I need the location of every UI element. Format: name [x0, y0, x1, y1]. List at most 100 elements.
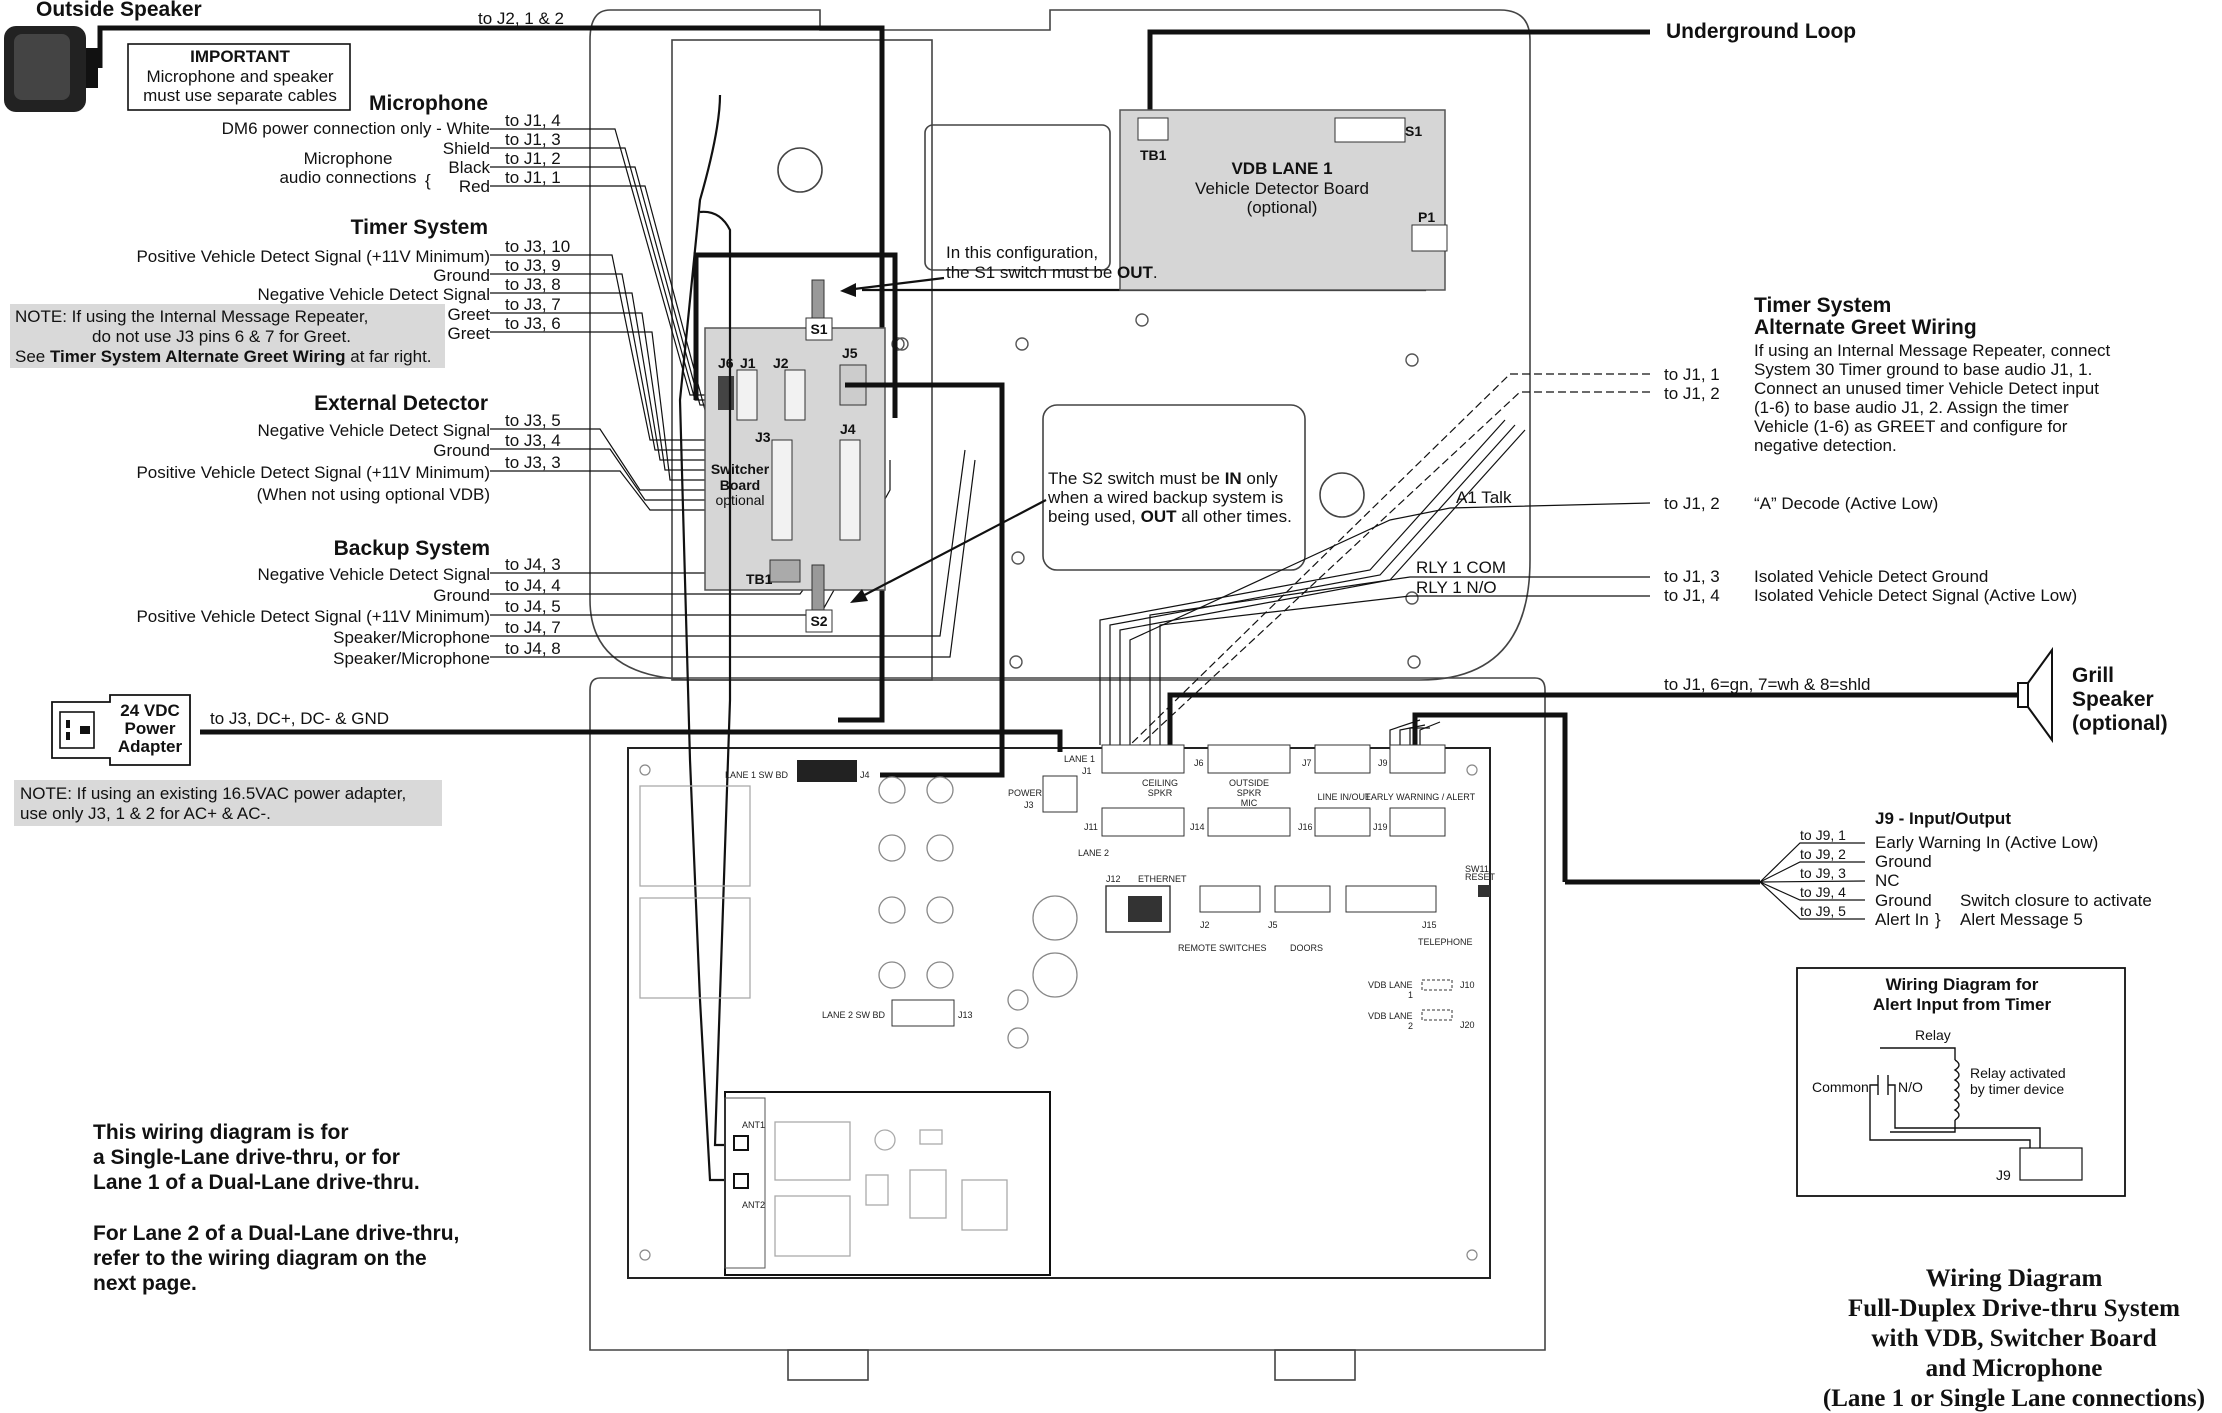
ext-to-1: to J3, 5 [505, 411, 561, 430]
lower-tab [1274, 1349, 1356, 1381]
grill-line2: Speaker [2072, 688, 2154, 711]
vdb-sub-2: (optional) [1247, 198, 1318, 217]
timer-to-3: to J3, 8 [505, 275, 561, 294]
lane1-swbd-connector [797, 760, 857, 782]
important-line2: must use separate cables [143, 86, 337, 105]
microphone-dm6: DM6 power connection only - White [222, 119, 490, 138]
alert-relay: Relay [1915, 1027, 1951, 1043]
radio-ant1 [733, 1135, 749, 1151]
relay-wire-1 [1149, 576, 1650, 745]
base-j10-label: J10 [1460, 980, 1475, 990]
alt-greet-desc-5: Vehicle (1-6) as GREET and configure for [1754, 417, 2068, 436]
lower-enclosure [589, 677, 1546, 1351]
switcher-tb1-block [769, 559, 801, 583]
lane2-swbd-connector [891, 999, 955, 1027]
j19-connector [1389, 807, 1446, 837]
switcher-j3-label: J3 [755, 429, 771, 445]
ext-label-4: (When not using optional VDB) [257, 485, 490, 504]
j9-to-2: to J9, 2 [1800, 846, 1846, 862]
switcher-j6 [718, 376, 734, 410]
power-line3: Adapter [118, 737, 183, 756]
alt-greet-title-2: Alternate Greet Wiring [1754, 316, 1977, 339]
s2-arrowhead [850, 589, 868, 603]
grill-speaker-icon [2017, 646, 2053, 744]
alert-common: Common [1812, 1079, 1869, 1095]
alt-greet-to-1: to J1, 1 [1664, 365, 1720, 384]
antenna-wire-2 [699, 210, 738, 1147]
power-j3-connector [1042, 775, 1078, 813]
vdb-s1-label: S1 [1405, 123, 1422, 139]
microphone-title: Microphone [369, 92, 488, 115]
base-vdb-lane-1: VDB LANE [1368, 980, 1413, 990]
switcher-tb1-label: TB1 [746, 571, 773, 587]
j9-upper-wires [1389, 719, 1441, 750]
base-j3-label: J3 [1024, 800, 1034, 810]
outside-speaker-to: to J2, 1 & 2 [478, 9, 564, 28]
base-early-label: EARLY WARNING / ALERT [1365, 792, 1476, 802]
timer-to-5: to J3, 6 [505, 314, 561, 333]
relay-com-label: RLY 1 COM [1416, 558, 1506, 577]
switcher-s2-switch [811, 564, 825, 611]
footnote-line3: Lane 1 of a Dual-Lane drive-thru. [93, 1171, 420, 1194]
a1-talk-label: A1 Talk [1456, 488, 1512, 507]
base-j2-label: J2 [1200, 920, 1210, 930]
radio-module-parts [774, 1121, 1008, 1257]
j9-label-5: Alert In [1875, 910, 1929, 929]
base-spkr-label: SPKR [1148, 788, 1173, 798]
switcher-s1: S1 [810, 321, 827, 337]
switcher-j4-block [839, 439, 861, 541]
mic-to-3: to J1, 2 [505, 149, 561, 168]
base-j11-label: J11 [1084, 822, 1098, 832]
relay-wire-2 [1159, 595, 1650, 745]
relay-desc-1: Isolated Vehicle Detect Ground [1754, 567, 1988, 586]
note-1-line2: do not use J3 pins 6 & 7 for Greet. [92, 327, 351, 346]
j9-label-3: NC [1875, 871, 1900, 890]
backup-label-1: Negative Vehicle Detect Signal [258, 565, 490, 584]
vdb-tb1 [1137, 117, 1169, 141]
s1-arrow [845, 276, 945, 292]
switcher-j2-block [784, 369, 806, 421]
reset-button [1478, 885, 1490, 897]
ext-label-3: Positive Vehicle Detect Signal (+11V Min… [136, 463, 490, 482]
power-plug-icon [59, 711, 95, 749]
base-lane2-label: LANE 2 [1078, 848, 1109, 858]
backup-to-1: to J4, 3 [505, 555, 561, 574]
switcher-loop-wire [693, 252, 898, 418]
relay-desc-2: Isolated Vehicle Detect Signal (Active L… [1754, 586, 2077, 605]
alert-act-1: Relay activated [1970, 1065, 2066, 1081]
base-mic-label: MIC [1241, 798, 1258, 808]
base-vdb-lane-1-num: 1 [1408, 990, 1413, 1000]
base-reset-label: RESET [1465, 872, 1496, 882]
vdb-title: VDB LANE 1 [1231, 159, 1332, 178]
power-line1: 24 VDC [120, 701, 180, 720]
alt-greet-wire-1 [1129, 373, 1650, 746]
timer-label-2: Ground [433, 266, 490, 285]
underground-loop-label: Underground Loop [1666, 20, 1856, 43]
microphone-audio-2: audio connections [279, 168, 416, 187]
s1-arrowhead [840, 283, 856, 297]
timer-label-3: Negative Vehicle Detect Signal [258, 285, 490, 304]
brace: { [425, 171, 431, 190]
alert-no: N/O [1898, 1079, 1923, 1095]
mic-to-2: to J1, 3 [505, 130, 561, 149]
base-ant2-label: ANT2 [742, 1200, 765, 1210]
s2-note-line1: The S2 switch must be IN only [1048, 469, 1278, 488]
switcher-s1-switch [811, 279, 825, 321]
timer-label-4: Greet [447, 305, 490, 324]
base-ceiling-label: CEILING [1142, 778, 1178, 788]
base-j20-label: J20 [1460, 1020, 1475, 1030]
timer-to-2: to J3, 9 [505, 256, 561, 275]
vdb-tb1-label: TB1 [1140, 147, 1167, 163]
caption-line5: (Lane 1 or Single Lane connections) [1823, 1385, 2205, 1412]
switcher-j5-label: J5 [842, 345, 858, 361]
base-line-label: LINE IN/OUT [1317, 792, 1371, 802]
base-power-label: POWER [1008, 788, 1043, 798]
microphone-black: Black [448, 158, 490, 177]
alt-greet-desc-2: System 30 Timer ground to base audio J1,… [1754, 360, 2092, 379]
base-outside-spkr-label: SPKR [1237, 788, 1262, 798]
base-circles [878, 776, 1078, 1049]
j2-connector [1199, 885, 1261, 913]
base-vdb-lane-2: VDB LANE [1368, 1011, 1413, 1021]
j9-fan-wires [1759, 842, 1866, 920]
